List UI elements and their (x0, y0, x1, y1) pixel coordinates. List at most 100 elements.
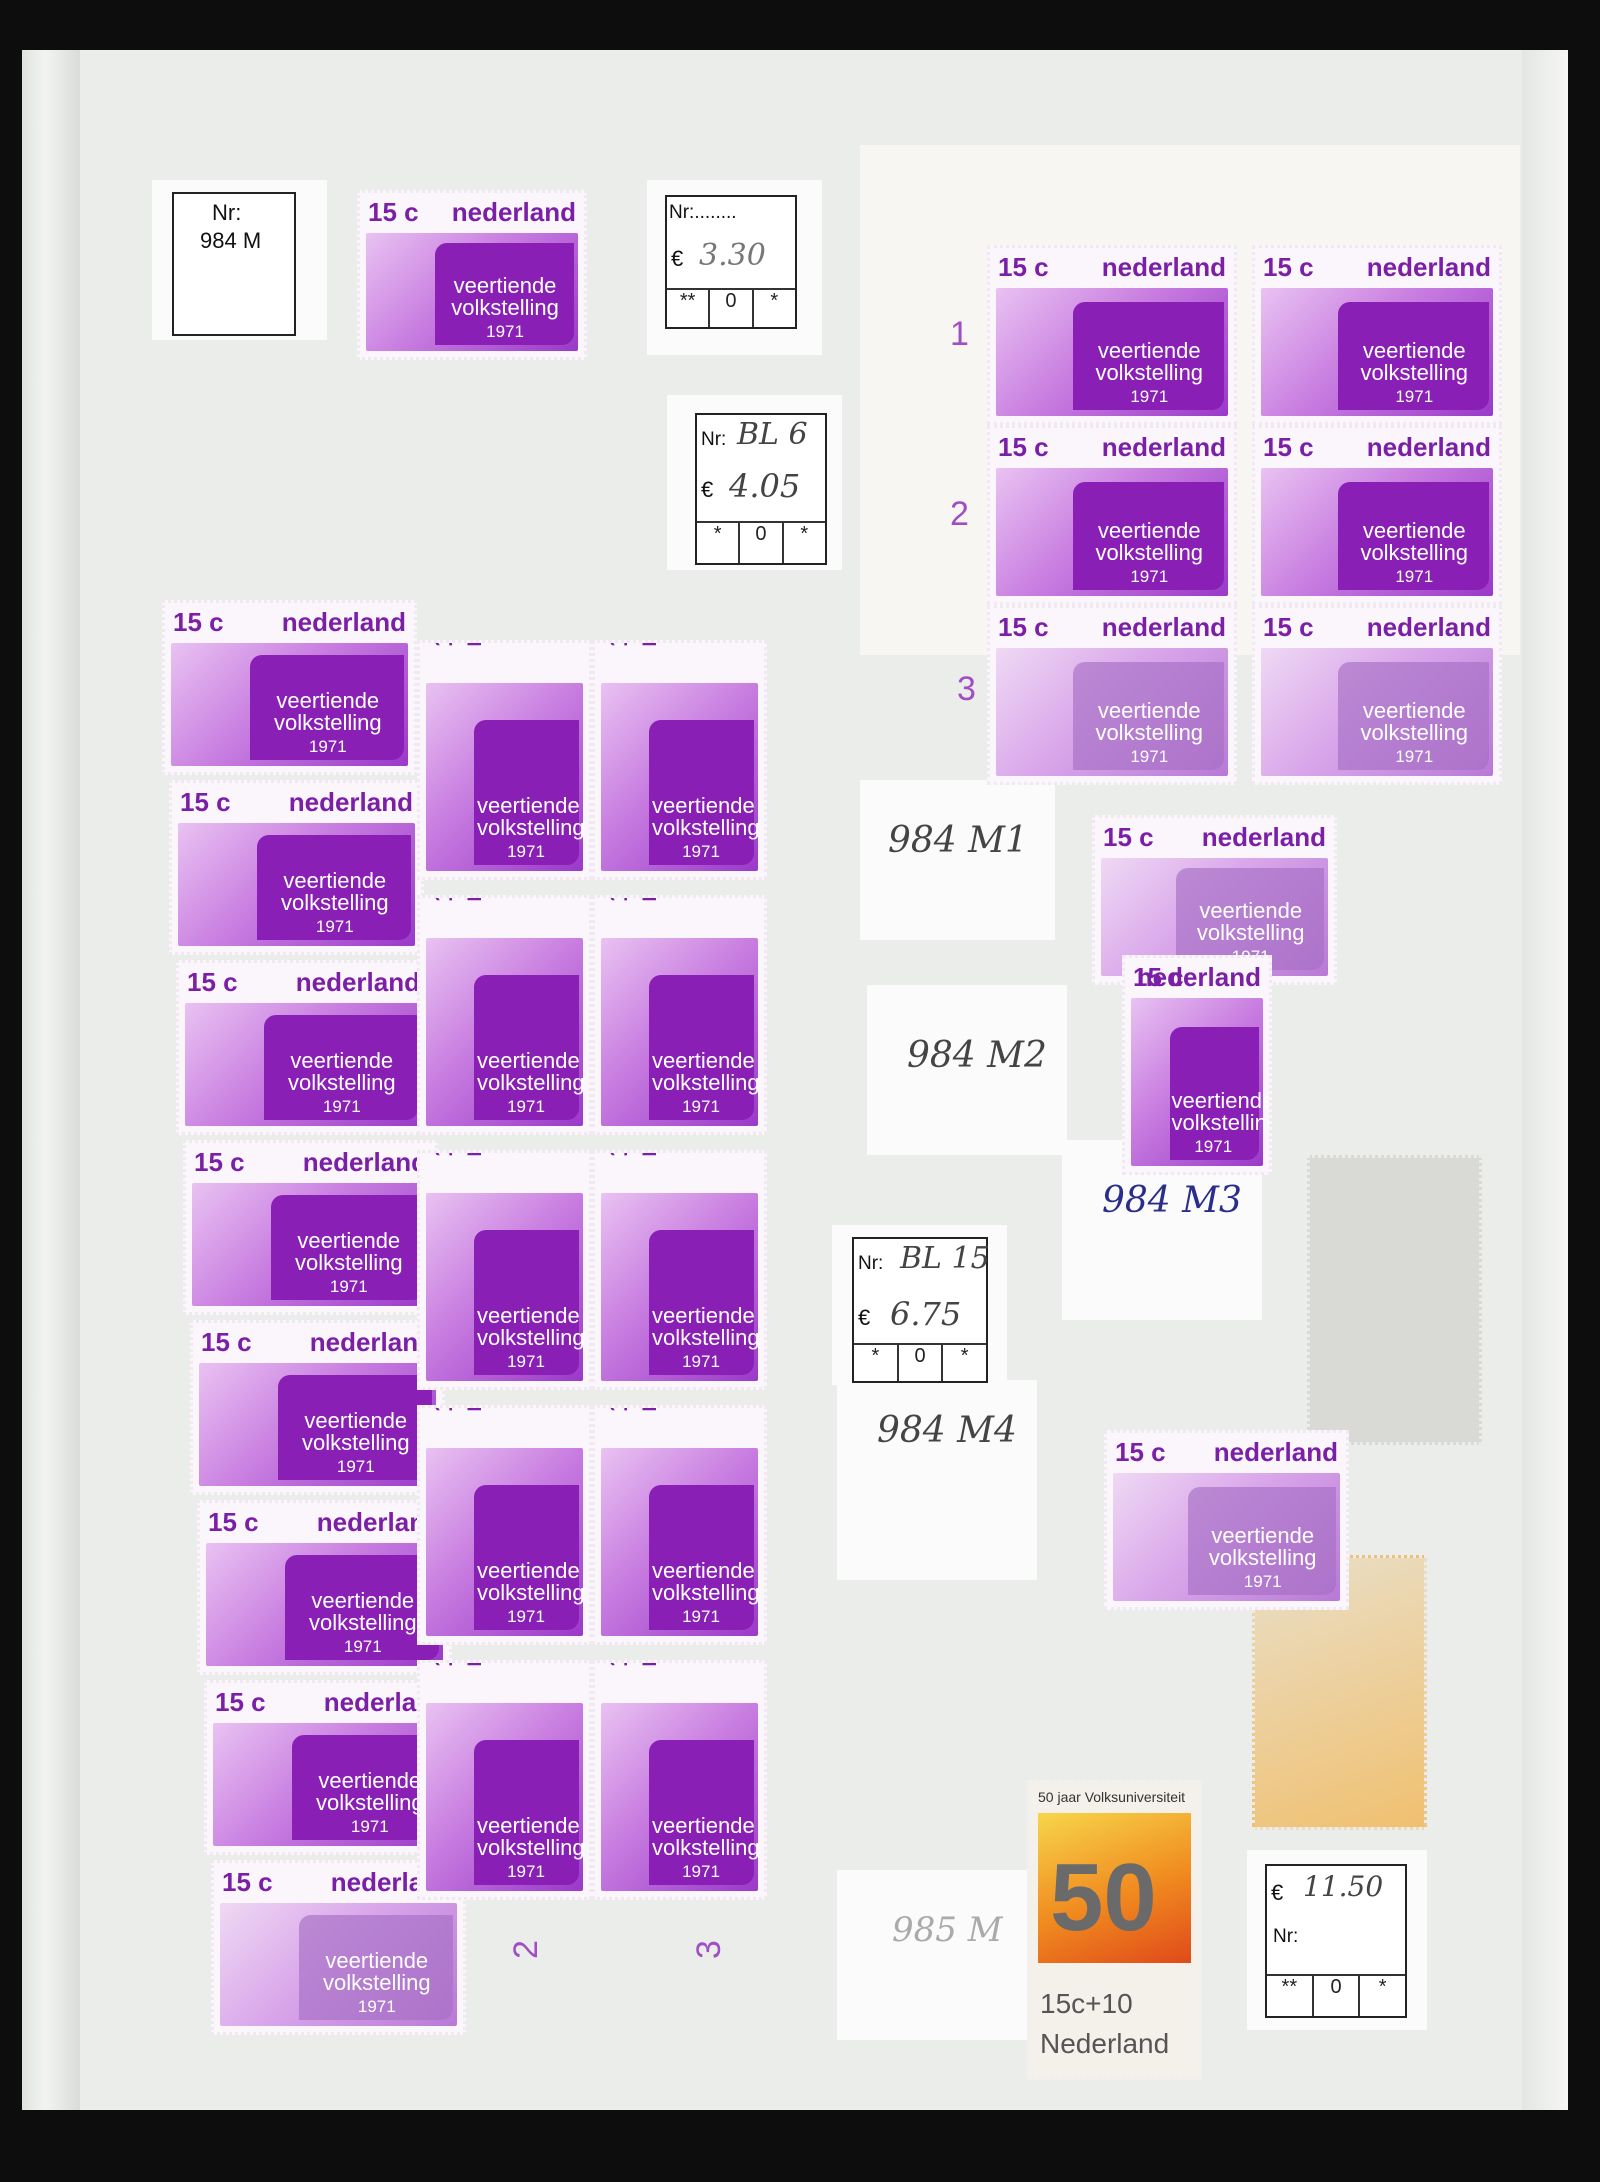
stamp-country: nederland (1213, 1437, 1338, 1467)
vu-header: 50 jaar Volksuniversiteit (1038, 1789, 1186, 1805)
condition-grid: *0* (854, 1343, 986, 1381)
margin-number-1: 1 (950, 315, 969, 353)
stamp-value: 15 c (215, 1687, 266, 1717)
stamp-country: nederland (295, 967, 420, 997)
nr-label: Nr: (701, 429, 727, 450)
stamp-country: nederland (288, 787, 413, 817)
vu-artwork (1038, 1813, 1191, 1963)
stamp-country: nederland (1366, 612, 1491, 642)
stamp-value: 15 c (428, 898, 459, 902)
stamp-country: nederland (1366, 252, 1491, 282)
nr-card-price-1150: € 11.50 Nr: **0* (1247, 1850, 1427, 2030)
stamp-value: 15 c (368, 197, 419, 227)
euro-sign: € (858, 1305, 871, 1330)
stamp-value: 15 c (194, 1147, 245, 1177)
stamp-country: nederland (457, 1663, 488, 1667)
stamp-value: 15 c (603, 643, 634, 647)
stamp-country: nederland (457, 1153, 488, 1157)
price-handwritten: 3.30 (699, 238, 766, 273)
stamp-value: 15 c (1263, 612, 1314, 642)
stamp-value: 15 c (998, 432, 1049, 462)
stamp-value: 15 c (1103, 822, 1154, 852)
stamp-text-panel (649, 1739, 754, 1885)
stamp-country: nederland (632, 1408, 663, 1412)
label-984m1: 984 M1 (860, 780, 1055, 940)
stamp-country: nederland (457, 643, 488, 647)
stamp-value: 15 c (1133, 962, 1184, 992)
stamp-value: 15 c (428, 1153, 459, 1157)
stamp-country: nederland (281, 607, 406, 637)
nr-value: 984 M (200, 228, 262, 253)
stamp-text-panel (1072, 662, 1224, 770)
stamp-text-panel (1175, 868, 1324, 970)
stamp-text-panel (474, 719, 579, 865)
stamp-country: nederland (1101, 252, 1226, 282)
margin-number-2: 2 (950, 495, 969, 533)
label-984m2: 984 M2 (867, 985, 1067, 1155)
stamp-value: 15 c (603, 898, 634, 902)
stamp-value: 15 c (428, 643, 459, 647)
stamp-country: nederland (309, 1327, 434, 1357)
stamp-text-panel (649, 1484, 754, 1630)
stamp-country: nederland (451, 197, 576, 227)
stamp-value: 15 c (208, 1507, 259, 1537)
stamp-text-panel (474, 1739, 579, 1885)
stamp-text-panel (270, 1195, 425, 1300)
stamp-text-panel (649, 719, 754, 865)
euro-sign: € (701, 477, 714, 502)
stamp-country: nederland (632, 643, 663, 647)
stamp-country: nederland (457, 1408, 488, 1412)
nr-label: Nr: (858, 1253, 884, 1274)
stamp-value: 15 c (428, 1663, 459, 1667)
stamp-country: nederland (632, 898, 663, 902)
stamp-text-panel (1169, 1027, 1259, 1160)
vu-value: 15c+10 (1040, 1988, 1133, 2019)
price-handwritten: 4.05 (729, 467, 801, 505)
nr-card-bl6: Nr: BL 6 € 4.05 *0* (667, 395, 842, 570)
stamp-value: 15 c (603, 1663, 634, 1667)
euro-sign: € (1271, 1880, 1284, 1905)
nr-label: Nr: (212, 200, 242, 225)
stamp-text-panel (249, 655, 404, 760)
stamp-text-panel (1072, 482, 1224, 590)
stamp-text-panel (263, 1015, 418, 1120)
stamp-text-panel (256, 835, 411, 940)
stamp-text-panel (298, 1915, 453, 2020)
nr-card-bl15: Nr: BL 15 € 6.75 *0* (832, 1225, 1007, 1385)
stamp-value: 15 c (187, 967, 238, 997)
nr-handwritten: BL 6 (737, 417, 808, 452)
stamp-text-panel (474, 1229, 579, 1375)
stamp-country: nederland (1201, 822, 1326, 852)
stamp-text-panel (1337, 482, 1489, 590)
stamp-value: 15 c (1263, 252, 1314, 282)
stamp-value: 15 c (998, 612, 1049, 642)
stamp-country: nederland (1366, 432, 1491, 462)
stamp-value: 15 c (998, 252, 1049, 282)
